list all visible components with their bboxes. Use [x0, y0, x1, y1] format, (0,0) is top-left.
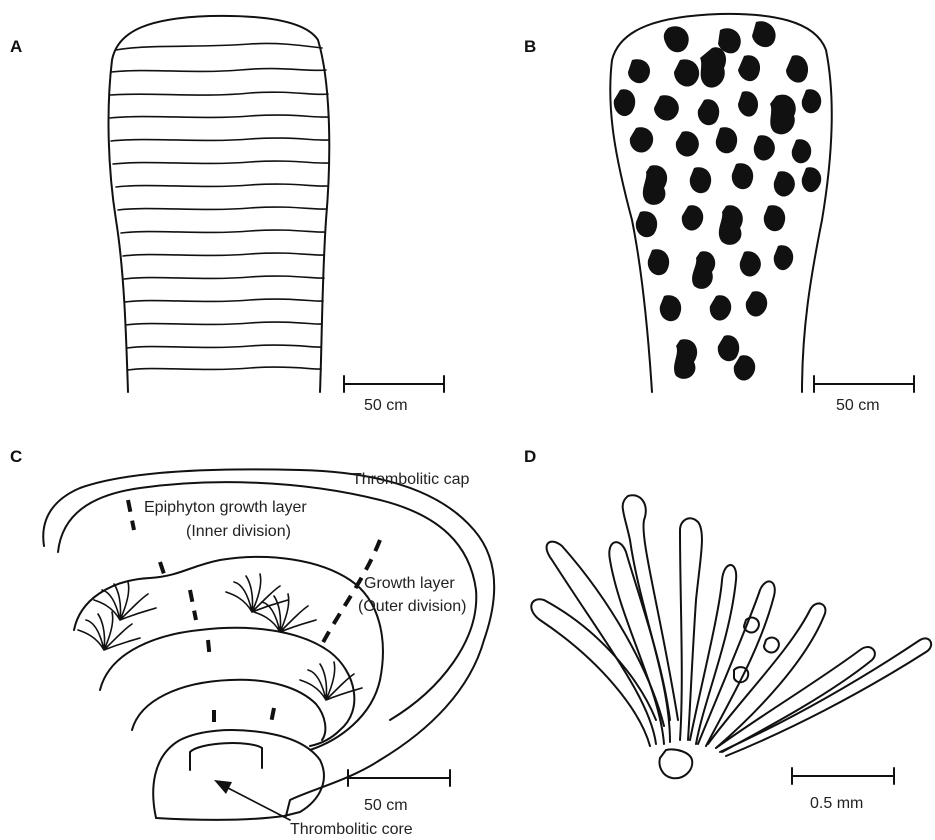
panel-d-letter: D: [524, 447, 536, 466]
panel-a-laminae: [110, 43, 329, 370]
panel-b-scale-bar: 50 cm: [814, 376, 914, 414]
panel-a-letter: A: [10, 37, 22, 56]
panel-c-outer-label-1: Growth layer: [364, 575, 455, 592]
panel-a: A 50 cm: [10, 16, 444, 414]
panel-b-scale-label: 50 cm: [836, 397, 880, 414]
panel-c-scale-bar: 50 cm: [348, 770, 450, 814]
panel-d-branching-fossil: [531, 495, 931, 778]
panel-c-letter: C: [10, 447, 22, 466]
panel-c-lower-growth-layer: [100, 628, 354, 746]
panel-a-scale-label: 50 cm: [364, 397, 408, 414]
panel-d: D 0.5 mm: [524, 447, 931, 812]
panel-d-scale-label: 0.5 mm: [810, 795, 863, 812]
panel-b-clotted-fabric: [614, 21, 821, 380]
panel-c-scale-label: 50 cm: [364, 797, 408, 814]
panel-c-inner-label-2: (Inner division): [186, 523, 291, 540]
panel-b: B: [524, 14, 914, 414]
panel-c-inner-label-1: Epiphyton growth layer: [144, 499, 307, 516]
panel-c-growth-layer-outline: [74, 557, 383, 750]
panel-c: C Thrombolitic cap Epiphyton growth laye…: [10, 447, 494, 838]
panel-a-column-outline: [109, 16, 330, 392]
panel-a-scale-bar: 50 cm: [344, 376, 444, 414]
panel-c-core-arch: [190, 743, 262, 770]
panel-b-letter: B: [524, 37, 536, 56]
panel-c-core-arrow: [214, 780, 290, 820]
panel-c-outer-label-2: (Outer division): [358, 598, 466, 615]
panel-d-scale-bar: 0.5 mm: [792, 768, 894, 812]
panel-c-core-label: Thrombolitic core: [290, 821, 413, 838]
panel-c-cap-label: Thrombolitic cap: [352, 471, 469, 488]
